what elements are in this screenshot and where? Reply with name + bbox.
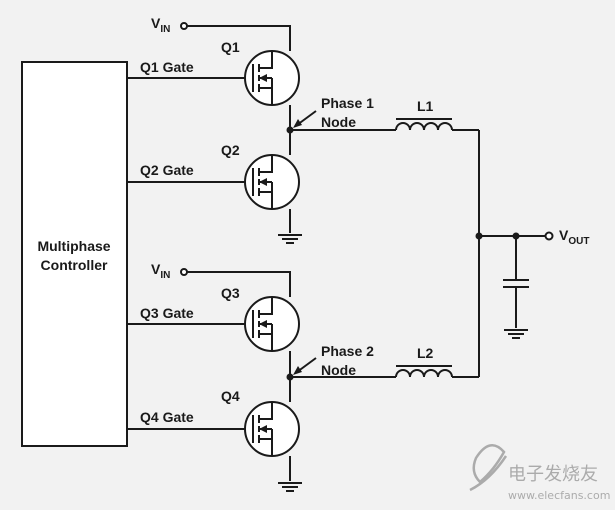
q1-label: Q1	[221, 39, 240, 55]
inductor-l1	[395, 118, 453, 131]
ground-symbol-phase2	[277, 482, 303, 492]
controller-label-line2: Controller	[41, 257, 108, 273]
mosfet-q2	[244, 154, 300, 210]
output-capacitor	[503, 236, 529, 328]
controller-label-line1: Multiphase	[37, 238, 110, 254]
mosfet-q1	[244, 50, 300, 106]
l1-label: L1	[417, 98, 434, 114]
mosfet-q4	[244, 401, 300, 457]
vin-mid-label: VIN	[151, 261, 170, 281]
vout-label: VOUT	[559, 227, 589, 247]
ground-symbol-output	[503, 329, 529, 339]
controller-box	[21, 61, 128, 447]
q2-label: Q2	[221, 142, 240, 158]
q3-gate-label: Q3 Gate	[140, 305, 194, 321]
vin-top-terminal	[180, 22, 188, 30]
l2-label: L2	[417, 345, 434, 361]
vin-top-label: VIN	[151, 15, 170, 35]
q4-label: Q4	[221, 388, 240, 404]
q3-label: Q3	[221, 285, 240, 301]
watermark-logo-icon	[469, 444, 508, 492]
vout-terminal	[544, 231, 554, 241]
phase2-label-line2: Node	[321, 362, 356, 378]
watermark-cn-text: 电子发烧友	[508, 464, 598, 485]
mosfet-q3	[244, 296, 300, 352]
q2-gate-label: Q2 Gate	[140, 162, 194, 178]
vin-mid-terminal	[180, 268, 188, 276]
q4-gate-label: Q4 Gate	[140, 409, 194, 425]
q1-gate-label: Q1 Gate	[140, 59, 194, 75]
inductor-l2	[395, 365, 453, 378]
phase1-label-line1: Phase 1	[321, 95, 374, 111]
watermark-url-text: www.elecfans.com	[508, 489, 610, 502]
ground-symbol-phase1	[277, 234, 303, 244]
watermark: 电子发烧友 www.elecfans.com	[469, 444, 610, 502]
phase2-label-line1: Phase 2	[321, 343, 374, 359]
phase1-label-line2: Node	[321, 114, 356, 130]
